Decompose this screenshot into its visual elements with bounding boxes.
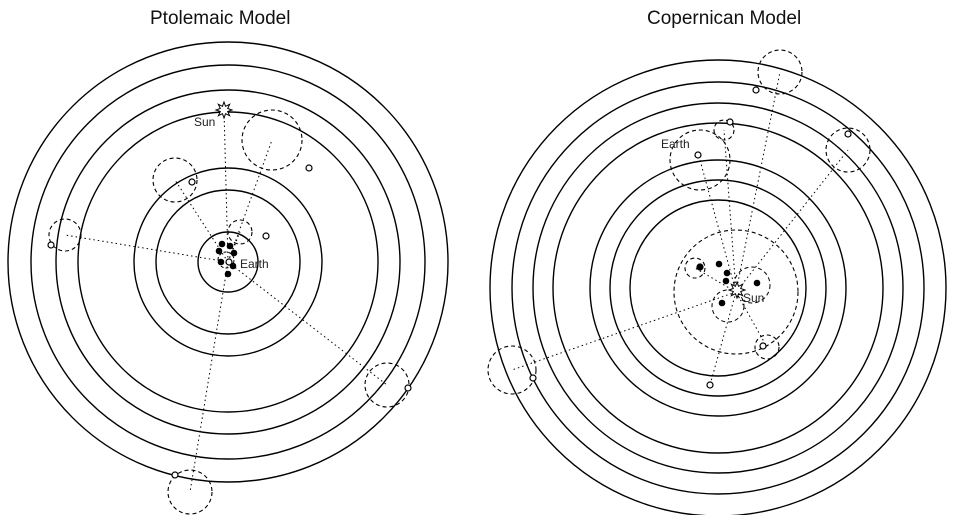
orbit-circle [511,81,925,495]
planet-marker [752,86,760,94]
ptolemaic-diagram [7,41,449,515]
sun-icon [727,280,747,300]
spoke-line [699,159,737,293]
spoke-line [227,139,273,263]
planet-marker [225,258,233,266]
epicycle-circle [711,289,745,323]
moon-dot [218,240,226,248]
copernican-diagram [487,49,947,515]
ptolemaic-sun-label: Sun [194,115,215,129]
epicycle-circle [487,345,537,395]
epicycle-circle [152,157,198,203]
orbit-circle [629,199,807,377]
spoke-line [223,109,229,263]
moon-dot [722,277,730,285]
spoke-line [511,291,737,371]
spoke-line [723,129,737,293]
orbit-circle [589,159,847,417]
planet-marker [726,118,734,126]
copernican-sun-label: Sun [743,291,764,305]
inner-orbit-circle [673,229,799,355]
epicycle-circle [713,119,735,141]
spoke-line [64,234,229,263]
spoke-line [189,261,229,493]
planet-marker [529,374,537,382]
epicycle-circle [241,109,303,171]
orbit-circle [609,179,827,397]
orbit-circle [7,41,449,483]
epicycle-circle [48,218,82,252]
moon-dot [723,269,731,277]
epicycle-circle [733,266,771,304]
spoke-line [735,71,781,293]
moon-dot [217,258,225,266]
planet-marker [844,130,852,138]
epicycle-circle [754,334,780,360]
moon-dot [718,299,726,307]
orbit-circle [30,64,426,460]
spoke-line [174,179,229,263]
planet-marker [305,164,313,172]
moon-dot [224,270,232,278]
orbit-circle [552,122,884,454]
spoke-line [694,267,737,293]
spoke-line [227,261,388,386]
orbit-circle [55,89,401,435]
epicycle-circle [227,219,253,245]
ptolemaic-title: Ptolemaic Model [150,8,291,29]
ptolemaic-earth-label: Earth [240,257,269,271]
copernican-title: Copernican Model [647,8,802,29]
planet-marker [262,232,270,240]
moon-dot [215,247,223,255]
planet-marker [47,241,55,249]
planet-marker [759,342,767,350]
copernican-earth-label: Earth [661,137,690,151]
epicycle-circle [757,49,803,95]
orbit-circle [133,167,323,357]
epicycle-circle [669,129,731,191]
moon-dot [753,279,761,287]
sun-icon [214,100,234,120]
moon-dot [230,249,238,257]
planet-marker [706,381,714,389]
epicycle-circle [684,257,706,279]
moon-dot [226,242,234,250]
orbit-circle [489,59,947,515]
planet-marker [404,384,412,392]
orbit-circle [532,102,904,474]
moon-dot [696,263,704,271]
spoke-line [227,231,241,263]
moon-dot [229,262,237,270]
planet-marker [694,151,702,159]
epicycle-circle [217,251,235,269]
spoke-line [735,291,768,348]
spoke-line [735,149,849,293]
epicycle-circle [167,469,213,515]
planet-marker [188,178,196,186]
moon-dot [715,260,723,268]
planet-marker [171,471,179,479]
epicycle-circle [825,127,871,173]
orbit-circle [155,189,301,335]
